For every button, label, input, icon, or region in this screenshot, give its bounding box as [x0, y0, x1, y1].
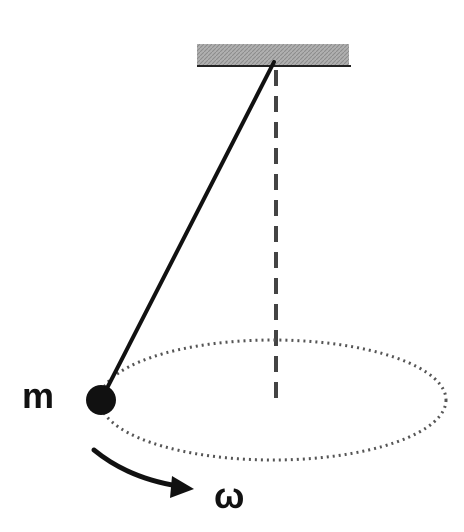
ceiling-support — [197, 44, 349, 66]
rotation-arrowhead — [170, 476, 194, 498]
mass-label: m — [22, 375, 55, 416]
rotation-arrow — [91, 447, 181, 489]
angular-velocity-label: ω — [214, 475, 245, 516]
pendulum-bob — [86, 385, 116, 415]
pendulum-string — [100, 60, 276, 400]
circular-path — [98, 338, 448, 462]
